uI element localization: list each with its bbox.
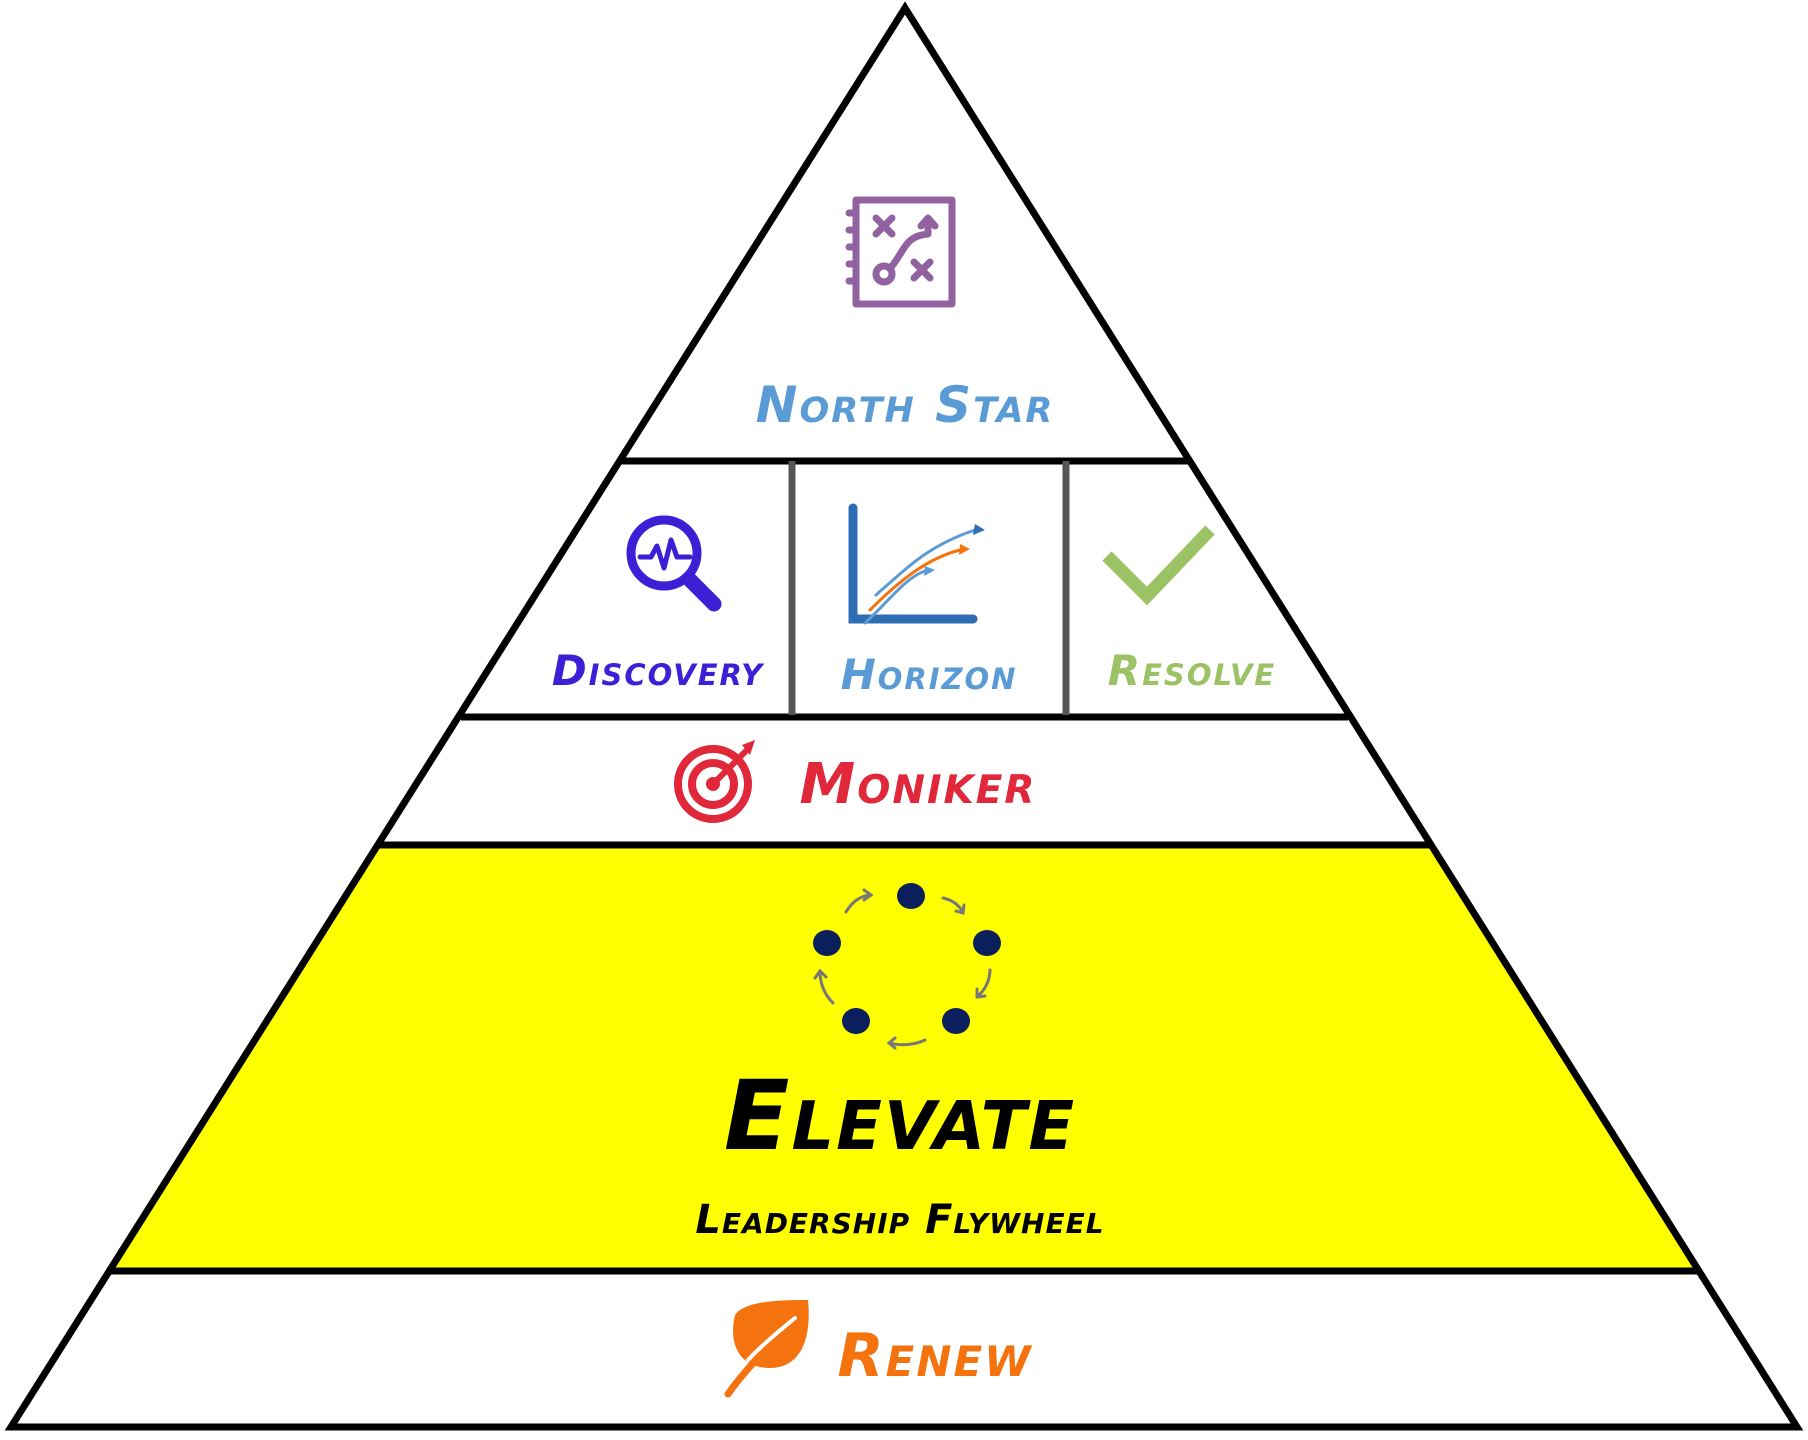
elevate-sublabel: Leadership Flywheel [695, 1197, 1105, 1243]
resolve-label: Resolve [1107, 646, 1277, 695]
flywheel-dots [813, 883, 1001, 1034]
horizon-label: Horizon [840, 650, 1018, 699]
discovery-label: Discovery [551, 646, 765, 695]
leaf-icon [724, 1300, 809, 1398]
checkmark-icon [1102, 525, 1215, 606]
flywheel-icon [813, 883, 1001, 1050]
growth-chart-icon [848, 503, 985, 625]
elevate-band [107, 845, 1701, 1271]
elevate-label: Elevate [723, 1060, 1077, 1172]
renew-label: Renew [837, 1321, 1033, 1391]
target-icon [674, 740, 755, 823]
north-star-label: North Star [755, 376, 1055, 434]
moniker-label: Moniker [799, 752, 1037, 817]
flywheel-arrows [813, 888, 992, 1050]
magnifier-pulse-icon [626, 515, 722, 612]
pyramid-outline [4, 1, 1804, 1431]
strategy-playbook-icon [845, 196, 956, 308]
